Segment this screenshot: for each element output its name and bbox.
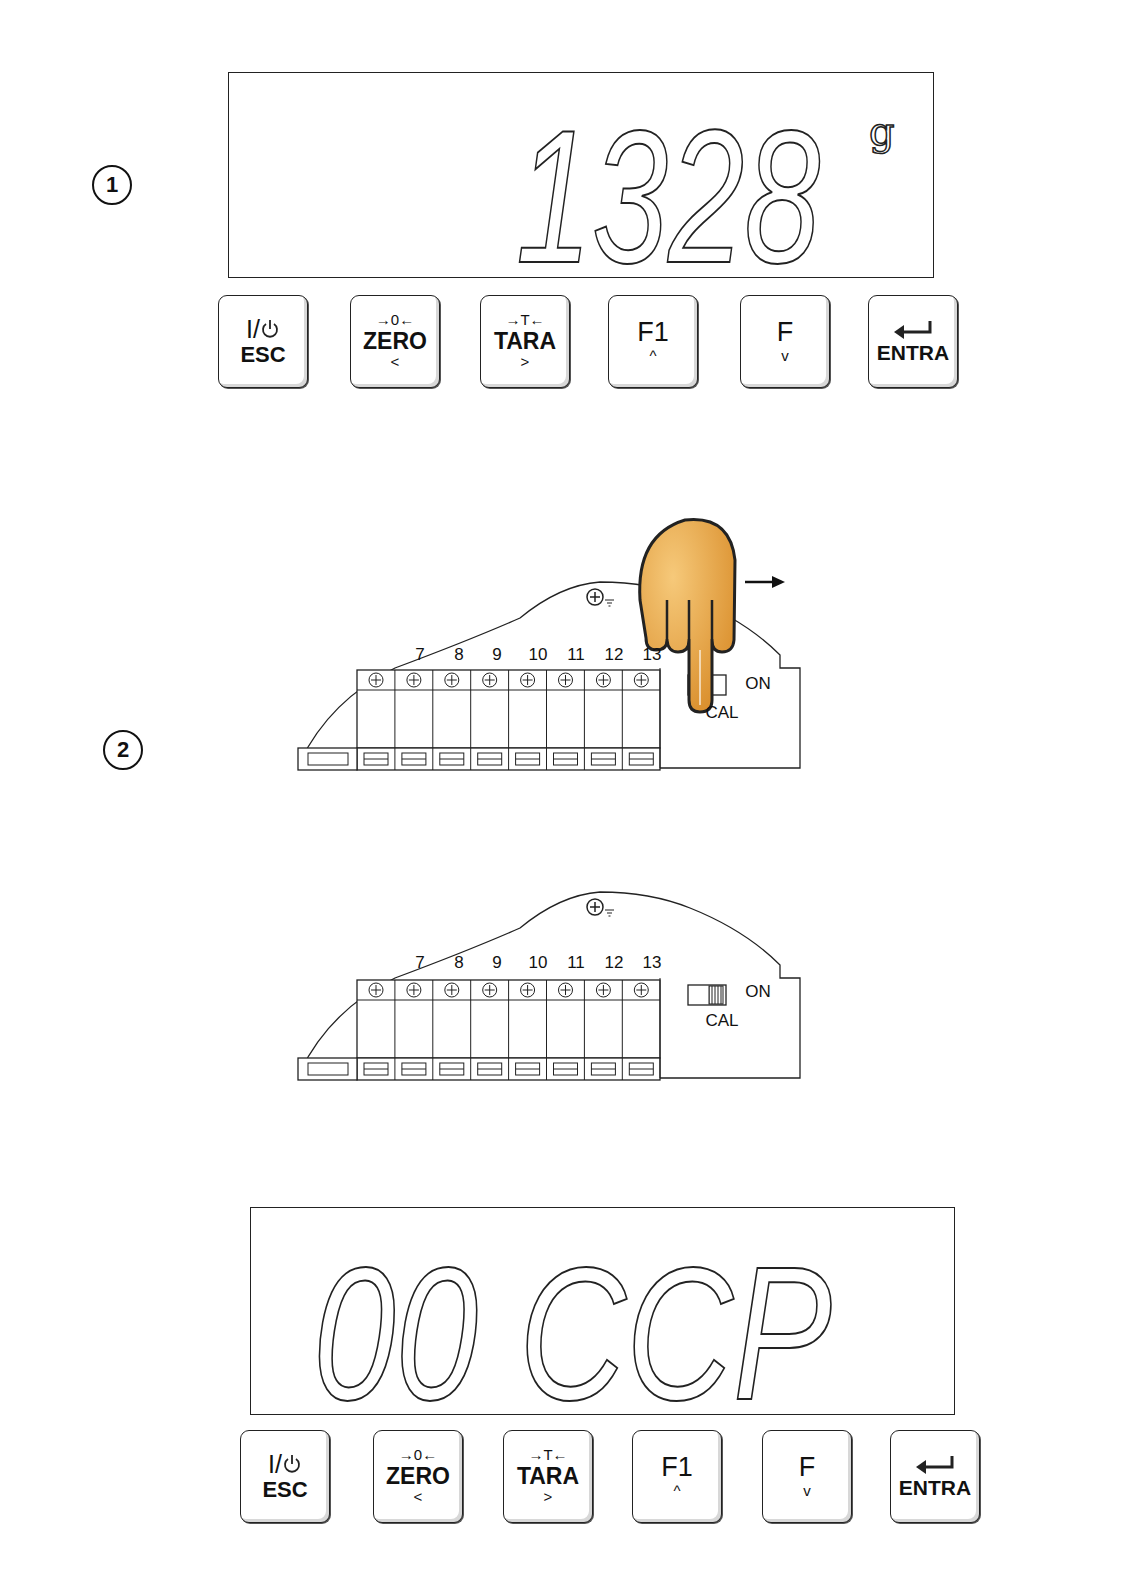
power-esc-key: I/ESC — [218, 295, 308, 388]
callout-number: 2 — [117, 737, 129, 763]
display-digits: 1328 — [516, 101, 820, 291]
key-label: ESC — [262, 1478, 307, 1502]
terminal-number: 9 — [492, 953, 501, 973]
terminal-number: 7 — [415, 645, 424, 665]
f-key: Fv — [762, 1430, 852, 1523]
key-label: < — [414, 1489, 423, 1506]
terminal-number: 12 — [605, 645, 624, 665]
terminal-number: 8 — [454, 953, 463, 973]
key-label: v — [781, 348, 789, 365]
terminal-number: 8 — [454, 645, 463, 665]
key-label: > — [544, 1489, 553, 1506]
terminal-number: 7 — [415, 953, 424, 973]
key-label: ZERO — [363, 329, 427, 354]
key-label: ESC — [240, 343, 285, 367]
terminal-number: 10 — [529, 645, 548, 665]
unit-label: g — [869, 111, 895, 151]
key-label: v — [803, 1483, 811, 1500]
lcd-display: 1328g — [228, 72, 934, 278]
key-label: ENTRA — [877, 341, 949, 364]
terminal-number: 10 — [529, 953, 548, 973]
callout-number: 1 — [92, 165, 132, 205]
key-label: F1 — [661, 1453, 693, 1483]
key-label: ^ — [649, 348, 656, 365]
key-label: →T← — [505, 312, 544, 329]
key-label: →0← — [376, 312, 414, 329]
lcd-display: 00 CCP — [250, 1207, 955, 1415]
key-label: TARA — [494, 329, 556, 354]
key-label: ^ — [673, 1483, 680, 1500]
switch-label: ON — [745, 982, 771, 1002]
display-digits: 00 CCP — [313, 1238, 832, 1428]
key-label: →0← — [399, 1447, 437, 1464]
zero-key: →0←ZERO< — [373, 1430, 463, 1523]
enter-icon — [890, 319, 936, 341]
key-label: ZERO — [386, 1464, 450, 1489]
f1-key: F1^ — [608, 295, 698, 388]
zero-key: →0←ZERO< — [350, 295, 440, 388]
f-key: Fv — [740, 295, 830, 388]
key-label: →T← — [528, 1447, 567, 1464]
enter-icon — [912, 1454, 958, 1476]
switch-label: CAL — [705, 1011, 738, 1031]
tare-key: →T←TARA> — [503, 1430, 593, 1523]
key-label: F — [777, 318, 794, 348]
switch-label: CAL — [705, 703, 738, 723]
callout-number: 2 — [103, 730, 143, 770]
enter-key: ENTRA — [890, 1430, 980, 1523]
power-esc-key: I/ESC — [240, 1430, 330, 1523]
key-label: F — [799, 1453, 816, 1483]
key-label: > — [521, 354, 530, 371]
key-label: < — [391, 354, 400, 371]
terminal-number: 9 — [492, 645, 501, 665]
power-label: I/ — [246, 316, 280, 344]
power-icon — [260, 318, 280, 340]
key-label: ENTRA — [899, 1476, 971, 1499]
terminal-number: 13 — [643, 645, 662, 665]
terminal-number: 11 — [567, 645, 585, 665]
key-label: I/ — [268, 1451, 282, 1479]
power-icon — [282, 1453, 302, 1475]
callout-number: 1 — [106, 172, 118, 198]
tare-key: →T←TARA> — [480, 295, 570, 388]
power-label: I/ — [268, 1451, 302, 1479]
key-label: I/ — [246, 316, 260, 344]
switch-label: ON — [745, 674, 771, 694]
f1-key: F1^ — [632, 1430, 722, 1523]
key-label: TARA — [517, 1464, 579, 1489]
terminal-number: 12 — [605, 953, 624, 973]
key-label: F1 — [637, 318, 669, 348]
terminal-number: 11 — [567, 953, 585, 973]
enter-key: ENTRA — [868, 295, 958, 388]
terminal-number: 13 — [643, 953, 662, 973]
